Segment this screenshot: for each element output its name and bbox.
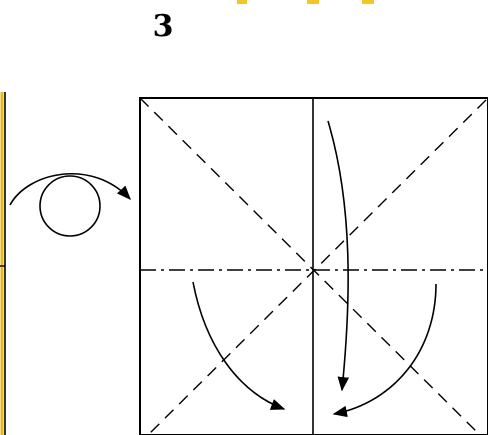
paper-square xyxy=(139,97,488,435)
turn-over-icon xyxy=(9,173,131,237)
paper-outline xyxy=(139,97,488,435)
previous-step-marks xyxy=(237,0,374,4)
curved-arrow-icon xyxy=(332,283,437,418)
fold-arrows xyxy=(192,120,437,418)
curved-arrow-icon xyxy=(327,120,350,392)
previous-panel-edge xyxy=(0,92,6,435)
top-mark-right xyxy=(362,0,374,4)
turn-over-circle xyxy=(39,175,101,237)
turn-over-arc xyxy=(9,173,131,206)
top-mark-middle xyxy=(307,0,319,4)
step-number: 3 xyxy=(152,9,174,44)
top-mark-left xyxy=(237,0,247,4)
curved-arrow-icon xyxy=(192,281,286,410)
